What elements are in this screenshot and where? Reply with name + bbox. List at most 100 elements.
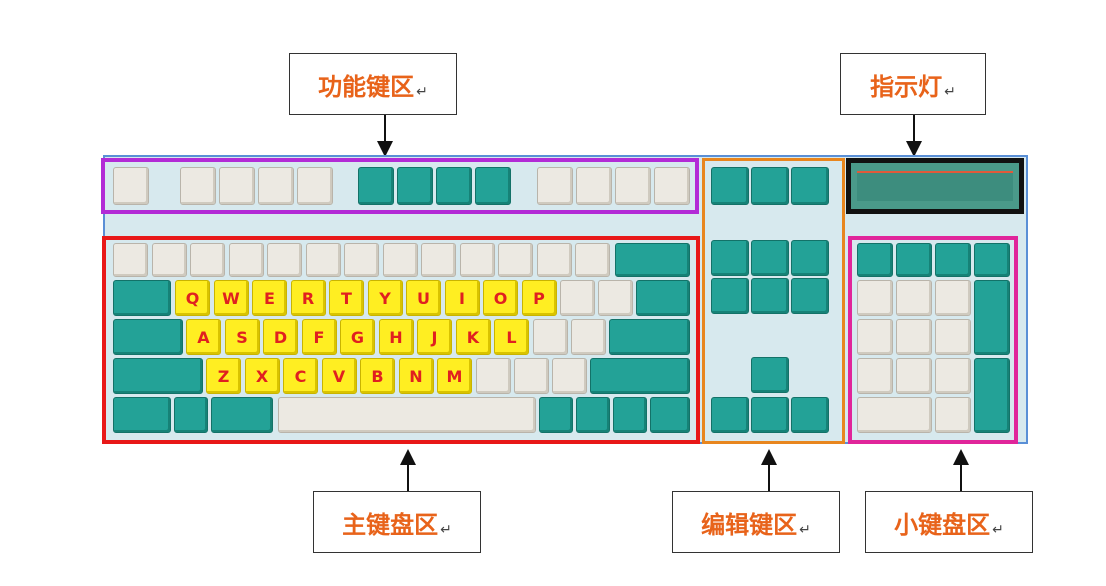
key-numpad-top[interactable]: [935, 243, 971, 277]
key-alt-right[interactable]: [539, 397, 573, 433]
key-shift-right[interactable]: [590, 358, 690, 394]
key-numpad-digit[interactable]: [935, 358, 971, 394]
key-arrow-down[interactable]: [751, 397, 789, 433]
key-numpad-top[interactable]: [857, 243, 893, 277]
key-arrow-left[interactable]: [711, 397, 749, 433]
key-shift-left[interactable]: [113, 358, 203, 394]
key-quote[interactable]: [571, 319, 606, 355]
key-number-row[interactable]: [190, 243, 225, 277]
key-letter-i[interactable]: I: [444, 280, 480, 316]
key-letter-a[interactable]: A: [186, 319, 221, 355]
key-number-row[interactable]: [498, 243, 533, 277]
key-comma[interactable]: [476, 358, 511, 394]
key-arrow-right[interactable]: [791, 397, 829, 433]
key-bracket-right[interactable]: [598, 280, 633, 316]
key-letter-t[interactable]: T: [329, 280, 364, 316]
key-numpad-digit[interactable]: [857, 358, 893, 394]
key-f11[interactable]: [615, 167, 651, 205]
key-number-row[interactable]: [575, 243, 610, 277]
key-win-right[interactable]: [576, 397, 610, 433]
key-numpad-digit[interactable]: [935, 280, 971, 316]
key-numpad-digit[interactable]: [896, 280, 932, 316]
key-edit-block[interactable]: [791, 278, 829, 314]
key-semicolon[interactable]: [533, 319, 568, 355]
key-enter[interactable]: [609, 319, 690, 355]
key-f3[interactable]: [258, 167, 294, 205]
key-number-row[interactable]: [459, 243, 495, 277]
key-letter-m[interactable]: M: [437, 358, 472, 394]
key-letter-k[interactable]: K: [455, 319, 491, 355]
key-backspace[interactable]: [615, 243, 690, 277]
key-win-left[interactable]: [174, 397, 208, 433]
key-letter-h[interactable]: H: [378, 319, 414, 355]
key-letter-o[interactable]: O: [483, 280, 518, 316]
key-period[interactable]: [514, 358, 549, 394]
key-numpad-digit[interactable]: [857, 319, 893, 355]
key-numpad-digit[interactable]: [896, 358, 932, 394]
key-letter-y[interactable]: Y: [367, 280, 403, 316]
key-letter-d[interactable]: D: [263, 319, 298, 355]
key-f6[interactable]: [397, 167, 433, 205]
key-f10[interactable]: [576, 167, 612, 205]
key-alt-left[interactable]: [211, 397, 273, 433]
key-number-row[interactable]: [267, 243, 302, 277]
key-number-row[interactable]: [344, 243, 379, 277]
key-f2[interactable]: [219, 167, 255, 205]
key-number-row[interactable]: [421, 243, 456, 277]
key-letter-b[interactable]: B: [360, 358, 395, 394]
key-print-scroll-pause[interactable]: [751, 167, 789, 205]
key-edit-block[interactable]: [751, 240, 789, 276]
key-number-row[interactable]: [536, 243, 572, 277]
key-numpad-digit[interactable]: [896, 319, 932, 355]
key-number-row[interactable]: [151, 243, 187, 277]
key-f8[interactable]: [475, 167, 511, 205]
key-esc[interactable]: [113, 167, 149, 205]
key-letter-r[interactable]: R: [290, 280, 326, 316]
key-letter-j[interactable]: J: [417, 319, 452, 355]
key-f1[interactable]: [180, 167, 216, 205]
key-print-scroll-pause[interactable]: [711, 167, 749, 205]
key-letter-w[interactable]: W: [213, 280, 249, 316]
key-letter-c[interactable]: C: [283, 358, 318, 394]
key-numpad-plus[interactable]: [974, 280, 1010, 355]
key-ctrl-right[interactable]: [650, 397, 690, 433]
key-letter-q[interactable]: Q: [175, 280, 210, 316]
key-number-row[interactable]: [228, 243, 264, 277]
key-print-scroll-pause[interactable]: [791, 167, 829, 205]
key-letter-g[interactable]: G: [340, 319, 375, 355]
key-f7[interactable]: [436, 167, 472, 205]
key-numpad-digit[interactable]: [857, 280, 893, 316]
key-edit-block[interactable]: [791, 240, 829, 276]
key-tab[interactable]: [113, 280, 171, 316]
key-letter-p[interactable]: P: [521, 280, 557, 316]
key-ctrl-left[interactable]: [113, 397, 171, 433]
key-caps-lock[interactable]: [113, 319, 183, 355]
key-edit-block[interactable]: [711, 240, 749, 276]
key-numpad-digit[interactable]: [935, 319, 971, 355]
key-letter-l[interactable]: L: [494, 319, 529, 355]
key-letter-z[interactable]: Z: [206, 358, 241, 394]
key-number-row[interactable]: [113, 243, 148, 277]
key-f12[interactable]: [654, 167, 690, 205]
key-numpad-top[interactable]: [896, 243, 932, 277]
key-numpad-enter[interactable]: [974, 358, 1010, 433]
key-edit-block[interactable]: [711, 278, 749, 314]
key-menu[interactable]: [613, 397, 647, 433]
key-backslash[interactable]: [636, 280, 690, 316]
key-numpad-top[interactable]: [974, 243, 1010, 277]
key-letter-e[interactable]: E: [252, 280, 287, 316]
key-numpad-zero[interactable]: [857, 397, 932, 433]
key-number-row[interactable]: [382, 243, 418, 277]
key-arrow-up[interactable]: [751, 357, 789, 393]
key-letter-s[interactable]: S: [224, 319, 260, 355]
key-bracket-left[interactable]: [560, 280, 595, 316]
key-numpad-dot[interactable]: [935, 397, 971, 433]
key-letter-f[interactable]: F: [301, 319, 337, 355]
key-f4[interactable]: [297, 167, 333, 205]
key-letter-x[interactable]: X: [244, 358, 280, 394]
key-letter-n[interactable]: N: [398, 358, 434, 394]
key-edit-block[interactable]: [751, 278, 789, 314]
key-f9[interactable]: [537, 167, 573, 205]
key-letter-v[interactable]: V: [321, 358, 357, 394]
key-letter-u[interactable]: U: [406, 280, 441, 316]
